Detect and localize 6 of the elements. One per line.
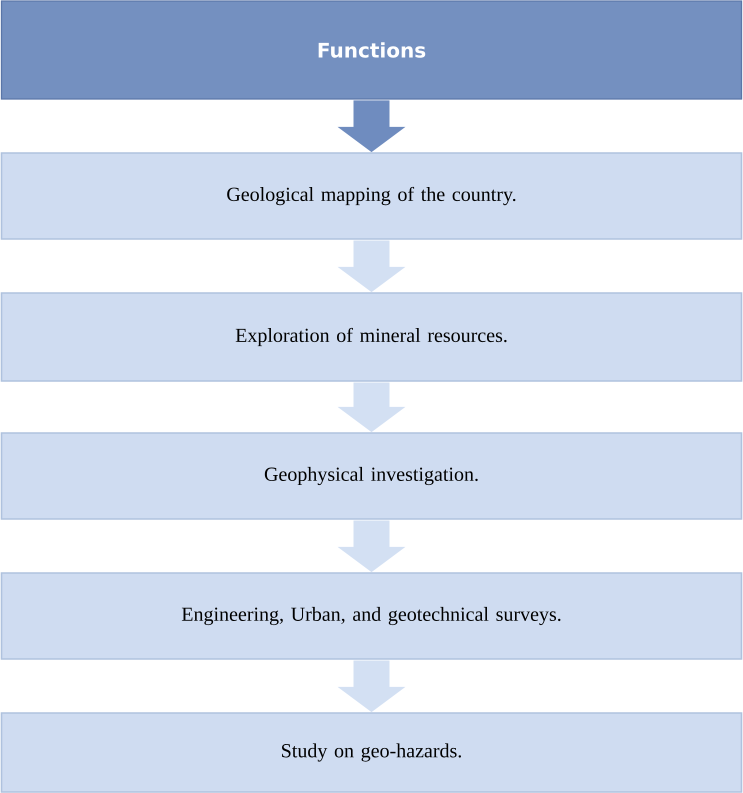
process-box: Geophysical investigation.	[0, 432, 742, 520]
process-box: Engineering, Urban, and geotechnical surveys.	[0, 572, 742, 660]
header-box: Functions	[0, 0, 742, 100]
process-box: Study on geo-hazards.	[0, 712, 742, 793]
process-box: Exploration of mineral resources.	[0, 292, 742, 382]
process-box: Geological mapping of the country.	[0, 152, 742, 240]
